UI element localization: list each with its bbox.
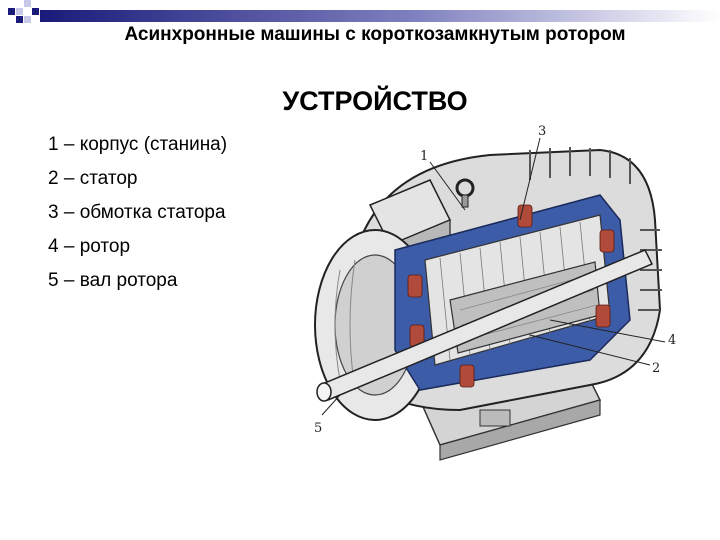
callout-label-2: 2 [652,361,660,376]
callout-leaders [321,137,666,416]
parts-legend: 1 – корпус (станина) 2 – статор 3 – обмо… [48,128,227,298]
legend-item-rotor-shaft: 5 – вал ротора [48,270,178,291]
callout-label-3: 3 [538,124,546,139]
callout-label-1: 1 [420,149,428,164]
legend-item-stator: 2 – статор [48,168,138,189]
legend-item-rotor: 4 – ротор [48,236,131,257]
legend-item-stator-winding: 3 – обмотка статора [48,202,226,223]
rotor-shaft [316,249,654,402]
motor-cutaway-illustration: 1 3 4 2 5 [314,124,676,461]
legend-item-housing: 1 – корпус (станина) [48,134,228,155]
slide-subtitle: УСТРОЙСТВО [282,86,468,116]
callout-label-4: 4 [668,333,676,348]
callout-label-5: 5 [314,421,322,436]
decorative-header-bar [8,0,720,23]
slide-title: Асинхронные машины с короткозамкнутым ро… [124,24,626,45]
